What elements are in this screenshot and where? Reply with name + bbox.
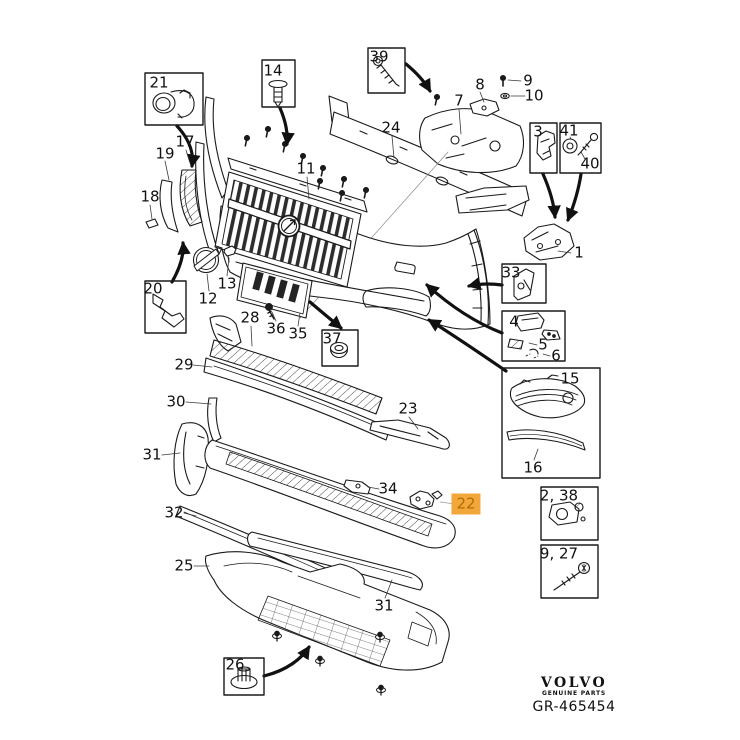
washer-icon xyxy=(500,92,510,100)
detail-box-4-5-6 xyxy=(501,310,566,362)
energy-absorber-art xyxy=(419,108,530,214)
detail-box-39 xyxy=(367,47,406,94)
callout-15[interactable]: 15 xyxy=(560,369,580,388)
side-support-art xyxy=(173,422,210,497)
park-assist-sensor-icon xyxy=(152,89,195,119)
callout-28[interactable]: 28 xyxy=(240,308,260,327)
tow-eye-cover-icon xyxy=(515,312,561,341)
thick-arrows xyxy=(170,62,583,678)
callout-41[interactable]: 41 xyxy=(559,121,579,140)
bracket-34-art xyxy=(343,479,371,495)
callout-24[interactable]: 24 xyxy=(381,118,401,137)
callout-9[interactable]: 9 xyxy=(523,71,533,90)
detail-box-41-40 xyxy=(559,122,602,174)
callout-29[interactable]: 29 xyxy=(174,355,194,374)
bracket-8-art xyxy=(469,98,500,117)
callout-40[interactable]: 40 xyxy=(580,154,600,173)
callout-17[interactable]: 17 xyxy=(175,132,195,151)
drawing-number: GR-465454 xyxy=(532,699,616,716)
callout-23[interactable]: 23 xyxy=(398,399,418,418)
callout-11[interactable]: 11 xyxy=(296,159,316,178)
callout-9-27[interactable]: 9, 27 xyxy=(539,544,579,563)
detail-box-20 xyxy=(144,280,187,334)
callout-5[interactable]: 5 xyxy=(538,335,548,354)
rivet-clip-icon xyxy=(268,79,288,108)
bracket-5-icon xyxy=(507,338,524,350)
detail-box-26 xyxy=(223,657,265,696)
bracket-28-art xyxy=(209,315,242,352)
spoiler-strip-art xyxy=(203,339,391,441)
callout-36[interactable]: 36 xyxy=(266,319,286,338)
bracket-1-art xyxy=(523,223,575,261)
bracket-3-icon xyxy=(536,130,556,161)
callout-13[interactable]: 13 xyxy=(217,274,237,293)
volvo-branding: VOLVO GENUINE PARTS GR-465454 xyxy=(526,676,622,714)
callout-3[interactable]: 3 xyxy=(533,122,543,141)
trim-30-art xyxy=(207,397,222,443)
bracket-20-icon xyxy=(152,293,185,328)
callout-7[interactable]: 7 xyxy=(454,91,464,110)
callout-20[interactable]: 20 xyxy=(143,279,163,298)
detail-box-2-38 xyxy=(540,486,599,541)
trim-strip-16-icon xyxy=(506,429,586,451)
callout-33[interactable]: 33 xyxy=(501,263,521,282)
callout-26[interactable]: 26 xyxy=(225,655,245,674)
callout-37[interactable]: 37 xyxy=(322,329,342,348)
callout-12[interactable]: 12 xyxy=(198,289,218,308)
callout-35[interactable]: 35 xyxy=(288,324,308,343)
skid-plate-art xyxy=(204,551,450,696)
volvo-tagline: GENUINE PARTS xyxy=(541,690,606,697)
washer-41-icon xyxy=(562,138,578,154)
end-piece-23-art xyxy=(369,419,450,450)
callout-16[interactable]: 16 xyxy=(523,458,543,477)
detail-box-37 xyxy=(321,329,359,367)
callout-1[interactable]: 1 xyxy=(574,243,584,262)
bolt-39-icon xyxy=(372,55,400,87)
detail-box-15-16 xyxy=(501,367,601,479)
callout-4[interactable]: 4 xyxy=(509,312,519,331)
callout-32[interactable]: 32 xyxy=(164,503,184,522)
bracket-22-art xyxy=(409,490,443,510)
callout-34[interactable]: 34 xyxy=(378,479,398,498)
callout-22[interactable]: 22 xyxy=(451,493,481,515)
callout-6[interactable]: 6 xyxy=(551,346,561,365)
hook-6-icon xyxy=(525,348,539,359)
sensor-holder-icon xyxy=(548,501,586,526)
callout-30[interactable]: 30 xyxy=(166,392,186,411)
nut-37-icon xyxy=(329,341,349,359)
lower-trim-art xyxy=(247,531,423,591)
clip-18-art xyxy=(145,218,159,229)
volvo-emblem-art xyxy=(192,245,223,274)
detail-box-9-27 xyxy=(540,544,599,599)
fog-lamp-icon xyxy=(509,374,586,419)
detail-box-21 xyxy=(144,72,204,126)
hood-edge-art xyxy=(195,96,229,261)
grille-art xyxy=(214,171,362,288)
callout-31[interactable]: 31 xyxy=(142,445,162,464)
callout-25[interactable]: 25 xyxy=(174,556,194,575)
detail-box-33 xyxy=(501,263,547,304)
screw-9-27-icon xyxy=(553,561,591,591)
callout-14[interactable]: 14 xyxy=(263,61,283,80)
callout-18[interactable]: 18 xyxy=(140,187,160,206)
callout-31b[interactable]: 31 xyxy=(374,596,394,615)
clip-26-icon xyxy=(230,666,258,690)
detail-box-3 xyxy=(529,122,558,174)
callout-39[interactable]: 39 xyxy=(369,47,389,66)
bolt-40-icon xyxy=(577,132,599,156)
callout-19[interactable]: 19 xyxy=(155,144,175,163)
license-plate-art xyxy=(236,262,313,319)
detail-boxes xyxy=(144,47,602,696)
callout-8[interactable]: 8 xyxy=(475,75,485,94)
screw-36-icon xyxy=(265,303,275,320)
volvo-logo: VOLVO xyxy=(540,675,608,691)
callout-21[interactable]: 21 xyxy=(149,73,169,92)
callout-2-38[interactable]: 2, 38 xyxy=(539,486,579,505)
screw-icon xyxy=(499,74,507,87)
washer-covers-art xyxy=(159,169,203,233)
cover-plate-33-icon xyxy=(513,268,535,301)
callout-10[interactable]: 10 xyxy=(524,86,544,105)
